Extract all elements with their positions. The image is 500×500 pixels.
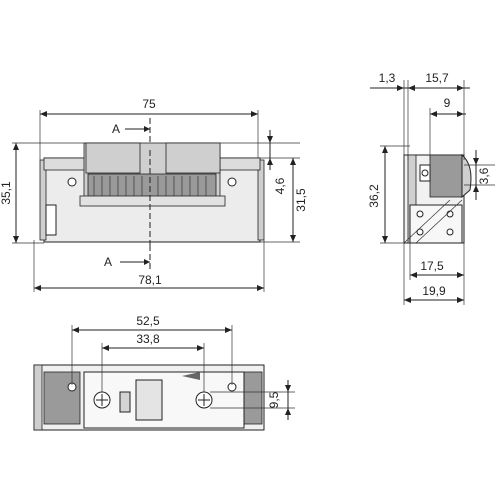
dim-9: 9 bbox=[444, 96, 451, 110]
dim-52-5: 52,5 bbox=[136, 314, 160, 328]
dim-33-8: 33,8 bbox=[136, 332, 160, 346]
dim-height-36-2: 36,2 bbox=[367, 184, 381, 208]
front-view: 75 A bbox=[0, 97, 308, 292]
dim-19-9: 19,9 bbox=[422, 284, 446, 298]
dim-width-78-1: 78,1 bbox=[138, 273, 162, 287]
dim-1-3: 1,3 bbox=[379, 71, 396, 85]
dim-15-7: 15,7 bbox=[425, 71, 449, 85]
dim-3-6: 3,6 bbox=[477, 167, 491, 184]
dim-offset-4-6: 4,6 bbox=[273, 177, 287, 194]
dim-width-75: 75 bbox=[142, 97, 156, 111]
bottom-view: 52,5 33,8 9,5 bbox=[33, 314, 295, 431]
section-label-top: A bbox=[112, 122, 120, 136]
section-label-bottom: A bbox=[104, 255, 112, 269]
side-view: 1,3 15,7 9 36,2 3,6 17,5 19,9 bbox=[367, 71, 495, 305]
dim-17-5: 17,5 bbox=[420, 259, 444, 273]
dim-height-31-5: 31,5 bbox=[294, 188, 308, 212]
dim-9-5: 9,5 bbox=[267, 391, 281, 408]
dim-height-35-1: 35,1 bbox=[0, 181, 13, 205]
ribs bbox=[93, 176, 207, 198]
